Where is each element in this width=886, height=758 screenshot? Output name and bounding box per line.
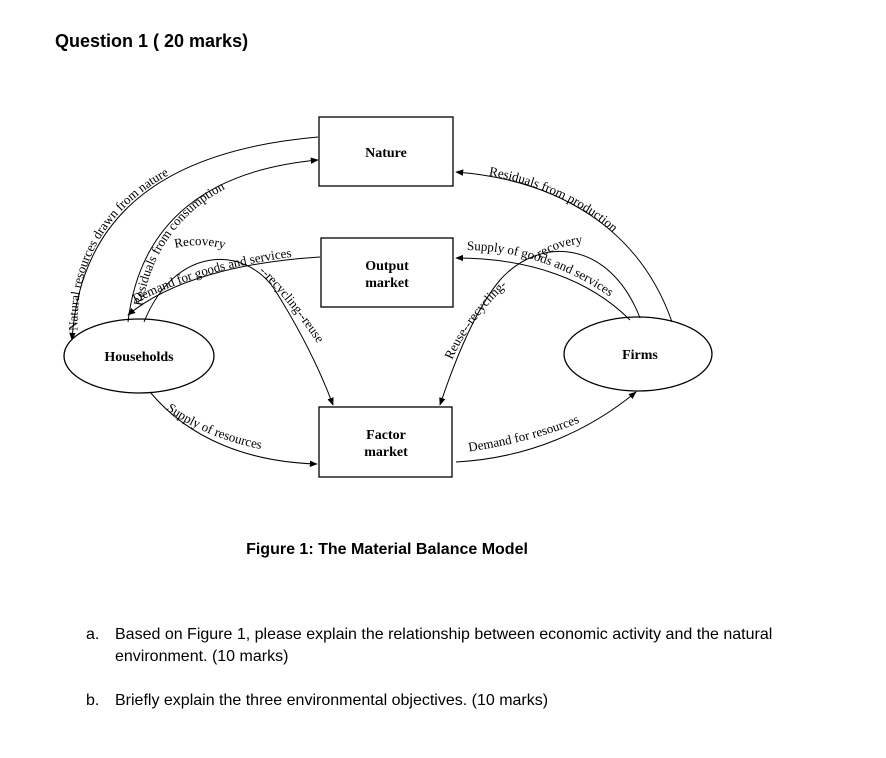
figure-caption: Figure 1: The Material Balance Model xyxy=(0,541,886,559)
recovery-left-arrow xyxy=(143,259,334,406)
output-market-label-2: market xyxy=(365,276,409,291)
natural-resources-arrow xyxy=(69,136,319,341)
households-ellipse xyxy=(63,318,215,394)
output-market-box xyxy=(320,237,454,308)
residuals-production-arrow xyxy=(455,169,673,323)
question-title: Question 1 ( 20 marks) xyxy=(55,31,249,51)
firms-label: Firms xyxy=(622,348,658,363)
demand-resources-arrow xyxy=(455,391,637,463)
demand-goods-arrow xyxy=(127,256,321,316)
question-letter: b. xyxy=(86,692,100,709)
factor-market-box xyxy=(318,406,453,478)
firms-ellipse xyxy=(563,316,713,392)
question-letter: a. xyxy=(86,626,100,643)
question-text: Based on Figure 1, please explain the re… xyxy=(115,626,773,665)
supply-goods-arrow xyxy=(455,254,631,321)
question-text: Briefly explain the three environmental … xyxy=(115,692,549,709)
figure-caption-text: Figure 1: The Material Balance Model xyxy=(246,541,528,558)
recovery-right-arrow xyxy=(439,250,641,406)
recovery-left-label: Recovery xyxy=(173,233,228,252)
output-market-label-1: Output xyxy=(365,259,409,274)
supply-resources-arrow xyxy=(149,391,318,467)
nature-label: Nature xyxy=(365,146,407,161)
nature-box xyxy=(318,116,454,187)
material-balance-diagram: Nature Output market Factor market House… xyxy=(63,116,713,478)
residuals-consumption-arrow xyxy=(127,157,319,323)
households-label: Households xyxy=(104,350,174,365)
factor-market-label-2: market xyxy=(364,445,408,460)
factor-market-label-1: Factor xyxy=(366,428,406,443)
